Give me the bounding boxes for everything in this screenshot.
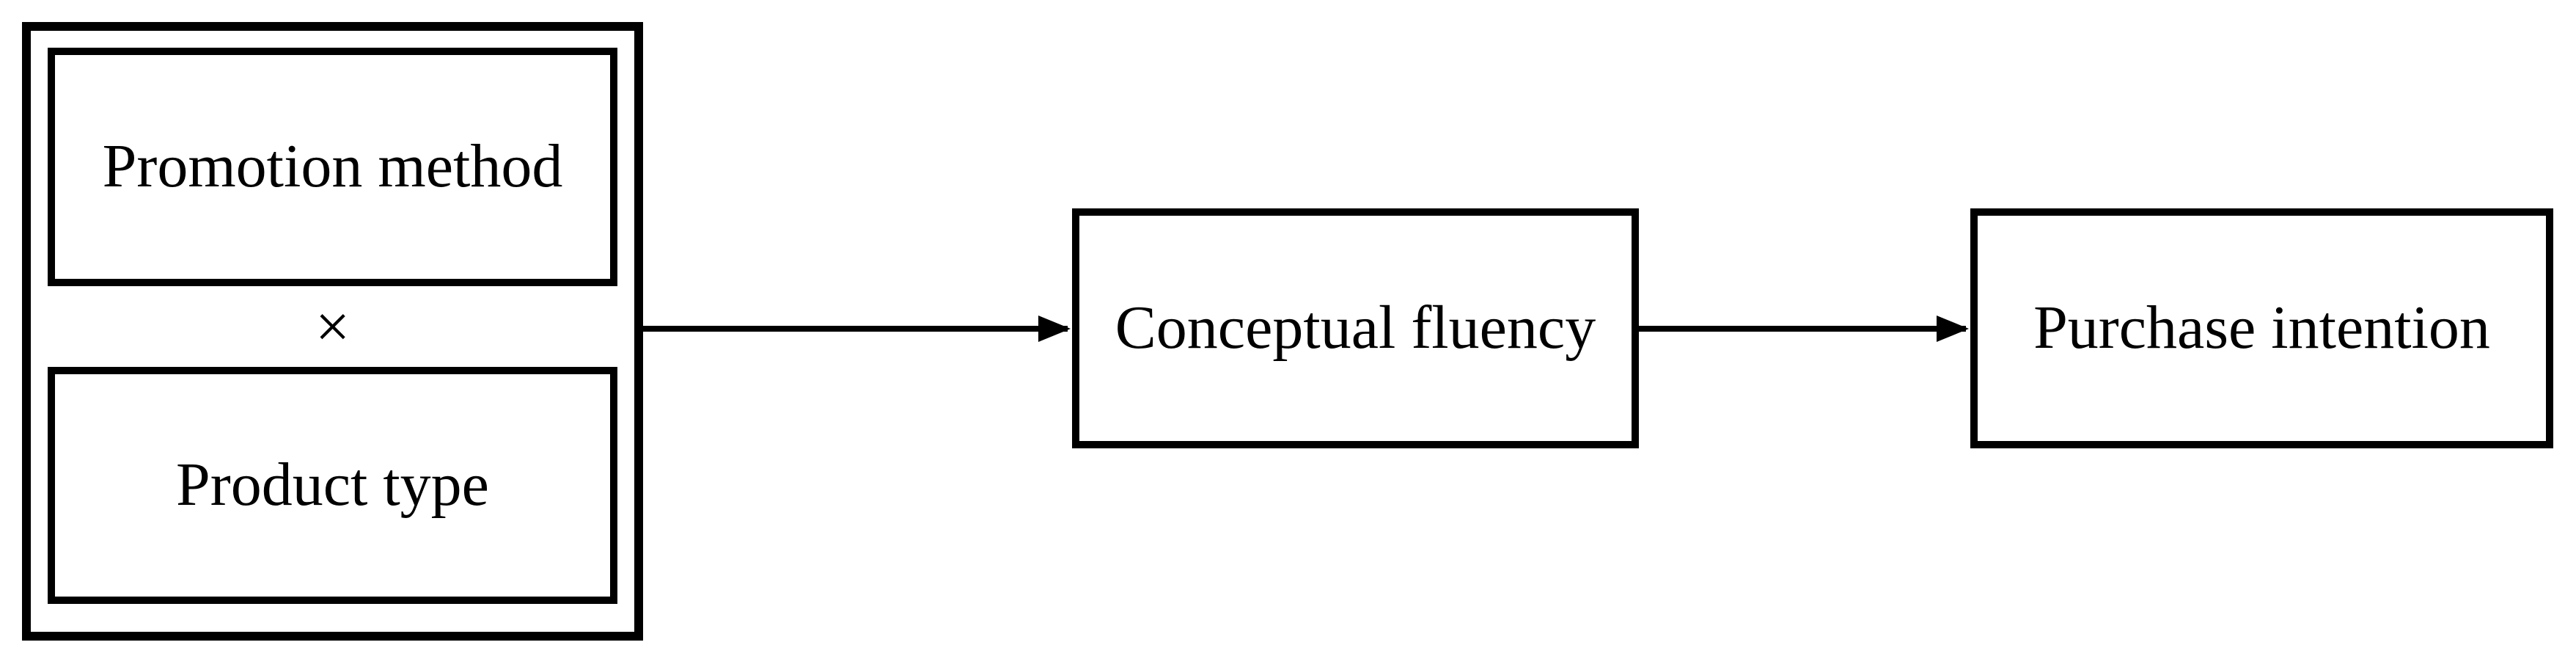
node-purchase-intention: Purchase intention <box>1970 208 2553 448</box>
purchase-intention-label: Purchase intention <box>2033 294 2490 362</box>
conceptual-fluency-label: Conceptual fluency <box>1115 294 1596 362</box>
node-product-type: Product type <box>48 367 617 604</box>
interaction-group-box: Promotion method × Product type <box>22 22 643 641</box>
promotion-method-label: Promotion method <box>102 132 563 201</box>
node-conceptual-fluency: Conceptual fluency <box>1072 208 1639 448</box>
interaction-operator: × <box>315 292 351 361</box>
product-type-label: Product type <box>176 451 489 520</box>
node-promotion-method: Promotion method <box>48 48 617 286</box>
